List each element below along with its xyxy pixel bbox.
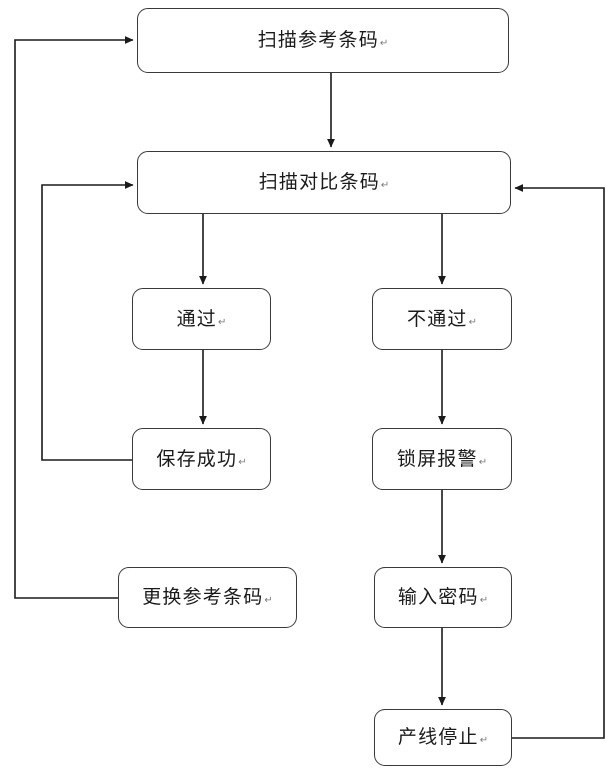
node-fail-label: 不通过 bbox=[407, 307, 468, 330]
node-save-success-label: 保存成功 bbox=[156, 447, 238, 470]
node-save-success[interactable]: 保存成功 ↵ bbox=[132, 428, 271, 490]
edge-save-success-to-scan-compare bbox=[41, 181, 134, 461]
node-pass[interactable]: 通过 ↵ bbox=[132, 288, 271, 350]
return-mark-icon: ↵ bbox=[218, 316, 227, 328]
node-production-stop-label: 产线停止 bbox=[397, 726, 479, 748]
return-mark-icon: ↵ bbox=[479, 595, 489, 606]
node-production-stop[interactable]: 产线停止 ↵ bbox=[374, 709, 512, 766]
node-lock-alarm-label: 锁屏报警 bbox=[396, 447, 478, 470]
edge-replace-reference-to-scan-reference bbox=[14, 36, 134, 599]
node-scan-compare-label: 扫描对比条码 bbox=[258, 171, 380, 193]
return-mark-icon: ↵ bbox=[238, 456, 247, 468]
return-mark-icon: ↵ bbox=[479, 735, 489, 746]
return-mark-icon: ↵ bbox=[478, 456, 488, 468]
node-pass-label: 通过 bbox=[176, 307, 217, 330]
node-scan-reference[interactable]: 扫描参考条码 ↵ bbox=[137, 8, 509, 73]
node-input-password[interactable]: 输入密码 ↵ bbox=[374, 567, 512, 628]
return-mark-icon: ↵ bbox=[264, 595, 273, 606]
node-replace-reference-label: 更换参考条码 bbox=[142, 586, 264, 608]
edge-production-stop-to-scan-compare bbox=[512, 184, 605, 739]
return-mark-icon: ↵ bbox=[379, 38, 389, 49]
node-fail[interactable]: 不通过 ↵ bbox=[372, 288, 512, 350]
return-mark-icon: ↵ bbox=[380, 180, 390, 191]
node-input-password-label: 输入密码 bbox=[397, 586, 479, 608]
node-replace-reference[interactable]: 更换参考条码 ↵ bbox=[118, 567, 297, 628]
node-scan-reference-label: 扫描参考条码 bbox=[257, 29, 379, 51]
return-mark-icon: ↵ bbox=[468, 316, 477, 328]
node-lock-alarm[interactable]: 锁屏报警 ↵ bbox=[372, 428, 512, 490]
node-scan-compare[interactable]: 扫描对比条码 ↵ bbox=[137, 151, 511, 214]
